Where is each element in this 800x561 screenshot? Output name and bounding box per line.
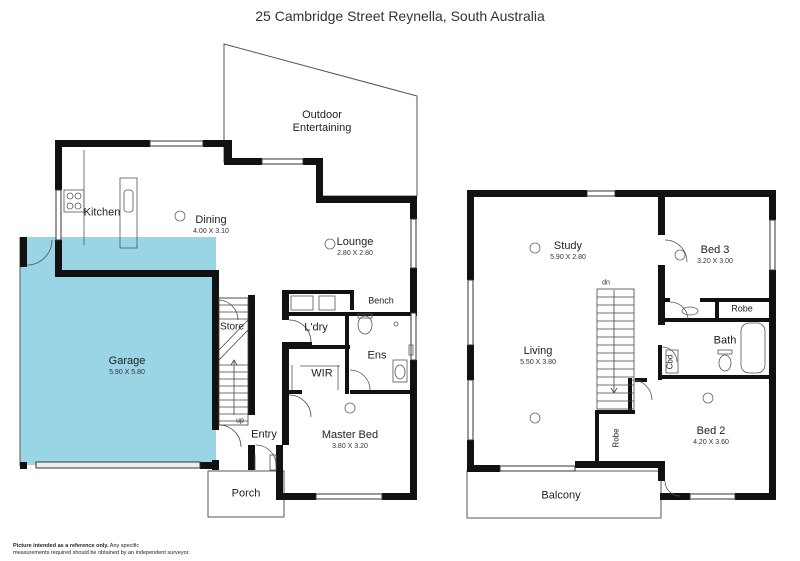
room-balcony: Balcony [541,489,581,502]
room-dining: Dining 4.00 X 3.10 [193,214,229,236]
room-store: Store [220,321,244,333]
bed2-dimension: 4.20 X 3.60 [693,439,729,446]
master-bed-dimension: 3.80 X 3.20 [332,443,368,450]
room-laundry: L'dry [304,321,328,334]
room-bed2: Bed 2 4.20 X 3.60 [693,425,729,447]
room-bath: Bath [713,334,737,347]
lounge-dimension: 2.80 X 2.80 [337,250,373,257]
upper-stairs [596,288,635,410]
room-bench: Bench [368,295,394,306]
disclaimer-line2: measurements required should be obtained… [13,550,190,556]
bed3-label: Bed 3 [700,244,730,256]
ground-stairs [218,297,249,426]
living-dimension: 5.50 X 3.80 [520,359,556,366]
garage-dimension: 5.90 X 5.80 [109,369,145,376]
room-porch: Porch [231,487,261,500]
disclaimer-bold: Picture intended as a reference only. [13,543,109,549]
dining-label: Dining [195,214,227,226]
room-bed3: Bed 3 3.20 X 3.00 [697,244,733,266]
kitchen-fixtures [63,150,138,249]
door-swings [26,239,689,497]
room-living: Living 5.50 X 3.80 [520,345,556,367]
page-title: 25 Cambridge Street Reynella, South Aust… [255,8,545,24]
windows [35,140,776,500]
room-wir: WIR [311,367,333,380]
wir-shelving [291,365,340,390]
living-label: Living [523,345,553,357]
stairs-up-label: up [236,417,244,425]
ground-floor-walls [20,140,417,500]
disclaimer-line1-rest: Any specific [108,543,140,549]
porch-details [254,454,277,471]
upper-floor-walls [467,190,776,500]
room-cupboard: Cbd [665,354,675,370]
room-garage: Garage 5.90 X 5.80 [109,355,146,377]
room-kitchen: Kitchen [83,206,121,219]
room-robe-top: Robe [731,303,753,314]
room-study: Study 5.90 X 2.80 [550,240,586,262]
room-lounge: Lounge 2.80 X 2.80 [337,236,374,258]
ceiling-lights [174,210,714,424]
study-label: Study [553,240,583,252]
room-outdoor-entertaining: Outdoor Entertaining [292,109,352,134]
study-dimension: 5.90 X 2.80 [550,254,586,261]
room-ensuite: Ens [367,349,387,362]
disclaimer-note: Picture intended as a reference only. An… [13,543,190,557]
bed2-label: Bed 2 [696,425,726,437]
garage-label: Garage [108,355,146,367]
wet-area-fixtures [290,295,766,383]
bed3-dimension: 3.20 X 3.00 [697,258,733,265]
room-master-bed: Master Bed 3.80 X 3.20 [322,429,378,451]
room-robe-side: Robe [611,428,621,448]
master-bed-label: Master Bed [321,429,379,441]
room-entry: Entry [251,428,277,441]
lounge-label: Lounge [336,236,374,248]
stairs-down-label: dn [602,279,610,287]
dining-dimension: 4.00 X 3.10 [193,228,229,235]
